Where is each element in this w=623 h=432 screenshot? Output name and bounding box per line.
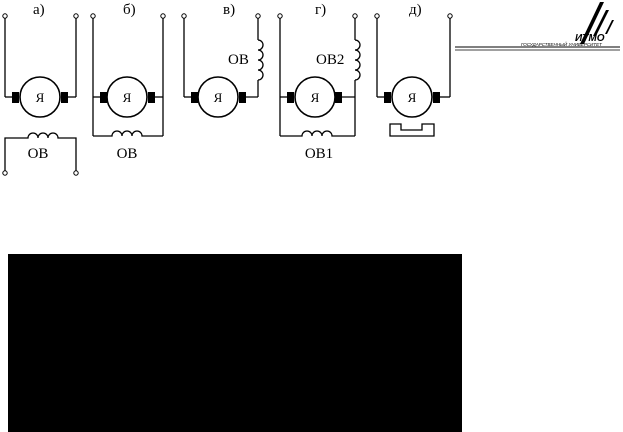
terminal	[73, 13, 79, 19]
circuit-d: д) Я	[374, 2, 453, 137]
winding-label-v: ОВ	[228, 52, 249, 68]
terminal	[352, 13, 358, 19]
label-b: б)	[123, 2, 136, 18]
label-g: г)	[315, 2, 326, 18]
brush	[148, 92, 155, 103]
terminal	[2, 13, 8, 19]
terminal	[447, 13, 453, 19]
winding-label-b: ОВ	[117, 146, 138, 162]
brush	[239, 92, 246, 103]
circuit-v: в) Я ОВ	[181, 2, 264, 118]
circuit-g: г) Я ОВ2 ОВ1	[277, 2, 361, 162]
itmo-logo: ИТМО ГОСУДАРСТВЕННЫЙ УНИВЕРСИТЕТ	[455, 2, 620, 51]
label-a: а)	[33, 2, 45, 18]
armature-symbol: Я	[214, 90, 223, 105]
brush	[61, 92, 68, 103]
brush	[335, 92, 342, 103]
brush	[100, 92, 107, 103]
brush	[191, 92, 198, 103]
armature-symbol: Я	[36, 90, 45, 105]
terminal	[90, 13, 96, 19]
armature-circle	[197, 76, 239, 118]
field-winding	[4, 132, 77, 171]
brush	[287, 92, 294, 103]
brush	[12, 92, 19, 103]
winding-label-a: ОВ	[28, 146, 49, 162]
logo-stroke	[593, 10, 609, 36]
armature-circle	[294, 76, 336, 118]
terminal	[255, 13, 261, 19]
logo-subtitle: ГОСУДАРСТВЕННЫЙ УНИВЕРСИТЕТ	[521, 40, 603, 47]
armature-symbol: Я	[311, 90, 320, 105]
armature-symbol: Я	[123, 90, 132, 105]
circuit-a: а) Я ОВ	[2, 2, 79, 176]
terminal	[73, 170, 79, 176]
armature-symbol: Я	[408, 90, 417, 105]
armature-circle	[391, 76, 433, 118]
field-winding	[93, 130, 163, 137]
winding-label-g1: ОВ1	[305, 146, 333, 162]
label-v: в)	[223, 2, 235, 18]
terminal	[277, 13, 283, 19]
field-winding	[257, 39, 264, 81]
logo-stroke	[605, 20, 614, 34]
logo-stroke	[580, 2, 604, 44]
terminal	[181, 13, 187, 19]
label-d: д)	[409, 2, 422, 18]
terminal	[374, 13, 380, 19]
terminal	[160, 13, 166, 19]
logo-name: ИТМО	[575, 33, 605, 44]
shunt-winding	[280, 130, 355, 137]
winding-label-g2: ОВ2	[316, 52, 344, 68]
armature-circle	[106, 76, 148, 118]
armature-circle	[19, 76, 61, 118]
black-panel	[8, 254, 462, 432]
series-winding	[354, 39, 361, 81]
brush	[384, 92, 391, 103]
brush	[433, 92, 440, 103]
circuit-b: б) Я ОВ	[90, 2, 166, 162]
terminal	[2, 170, 8, 176]
permanent-magnet	[389, 123, 435, 137]
